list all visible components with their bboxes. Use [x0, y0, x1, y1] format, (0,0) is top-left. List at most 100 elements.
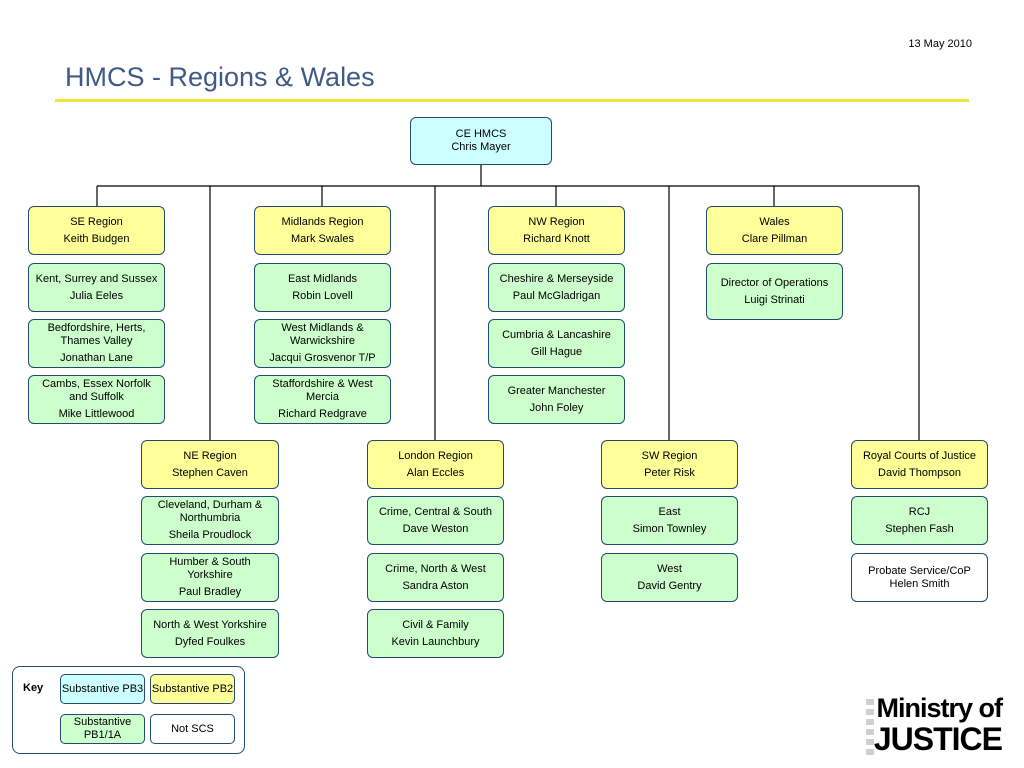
se-region-box: SE Region Keith Budgen	[28, 206, 165, 255]
area-title: Staffordshire & West Mercia	[272, 378, 373, 403]
area-lead: Jacqui Grosvenor T/P	[269, 352, 376, 364]
civil-family-box: Civil & Family Kevin Launchbury	[367, 609, 504, 658]
area-lead: Robin Lovell	[292, 289, 353, 302]
area-lead: Sheila Proudlock	[168, 529, 252, 541]
cleveland-durham-box: Cleveland, Durham & Northumbria Sheila P…	[141, 496, 279, 545]
area-lead: Stephen Fash	[885, 522, 954, 535]
area-lead: John Foley	[529, 401, 584, 414]
staffordshire-box: Staffordshire & West Mercia Richard Redg…	[254, 375, 391, 424]
midlands-region-box: Midlands Region Mark Swales	[254, 206, 391, 255]
region-title: SE Region	[70, 215, 123, 228]
rcj-box: RCJ Stephen Fash	[851, 496, 988, 545]
area-title: West Midlands & Warwickshire	[281, 322, 364, 347]
area-lead: Dyfed Foulkes	[174, 635, 246, 648]
region-title: NW Region	[528, 215, 585, 228]
area-lead: Kevin Launchbury	[391, 635, 480, 648]
west-midlands-box: West Midlands & Warwickshire Jacqui Gros…	[254, 319, 391, 368]
title-underline	[55, 99, 969, 102]
region-lead: David Thompson	[878, 466, 961, 479]
sw-west-box: West David Gentry	[601, 553, 738, 602]
sw-east-box: East Simon Townley	[601, 496, 738, 545]
humber-south-yorkshire-box: Humber & South Yorkshire Paul Bradley	[141, 553, 279, 602]
ministry-of-justice-logo: Ministry of JUSTICE	[873, 693, 1003, 757]
area-title: Crime, North & West	[385, 562, 486, 575]
region-title: NE Region	[183, 449, 237, 462]
key-pb2: Substantive PB2	[150, 674, 235, 704]
area-lead: Richard Redgrave	[278, 408, 367, 420]
wales-box: Wales Clare Pillman	[706, 206, 843, 255]
region-title: Wales	[759, 215, 790, 228]
kent-surrey-sussex-box: Kent, Surrey and Sussex Julia Eeles	[28, 263, 165, 312]
area-title: Cambs, Essex Norfolk and Suffolk	[42, 378, 151, 403]
region-title: Royal Courts of Justice	[862, 449, 977, 462]
area-title: Cumbria & Lancashire	[502, 328, 611, 341]
beds-herts-tv-box: Bedfordshire, Herts, Thames Valley Jonat…	[28, 319, 165, 368]
area-title: East	[658, 505, 681, 518]
key-not-scs: Not SCS	[150, 714, 235, 744]
key-pb3: Substantive PB3	[60, 674, 145, 704]
area-lead: Jonathan Lane	[60, 352, 133, 364]
area-title: Cleveland, Durham & Northumbria	[157, 499, 263, 524]
key-legend: Key Substantive PB3 Substantive PB2 Subs…	[12, 666, 245, 754]
region-lead: Richard Knott	[523, 232, 590, 245]
area-title: North & West Yorkshire	[153, 618, 267, 631]
area-lead: Gill Hague	[530, 345, 583, 358]
london-region-box: London Region Alan Eccles	[367, 440, 504, 489]
area-lead: Paul Bradley	[178, 586, 242, 598]
logo-line1: Ministry of	[876, 693, 1003, 723]
area-title: Greater Manchester	[507, 384, 606, 397]
key-pb1: Substantive PB1/1A	[60, 714, 145, 744]
area-lead: Mike Littlewood	[58, 408, 135, 420]
sw-region-box: SW Region Peter Risk	[601, 440, 738, 489]
area-lead: Simon Townley	[632, 522, 707, 535]
root-name: Chris Mayer	[451, 141, 511, 153]
area-lead: Luigi Strinati	[744, 293, 805, 306]
area-title: RCJ	[908, 505, 931, 518]
region-title: London Region	[398, 449, 473, 462]
crime-north-west-box: Crime, North & West Sandra Aston	[367, 553, 504, 602]
area-title: Bedfordshire, Herts, Thames Valley	[47, 322, 146, 347]
greater-manchester-box: Greater Manchester John Foley	[488, 375, 625, 424]
royal-courts-box: Royal Courts of Justice David Thompson	[851, 440, 988, 489]
area-title: Director of Operations	[720, 276, 829, 289]
area-lead: Dave Weston	[402, 522, 469, 535]
area-lead: Helen Smith	[889, 577, 950, 590]
region-lead: Clare Pillman	[741, 232, 808, 245]
region-lead: Mark Swales	[291, 232, 354, 245]
area-title: West	[657, 562, 682, 575]
nw-region-box: NW Region Richard Knott	[488, 206, 625, 255]
ne-region-box: NE Region Stephen Caven	[141, 440, 279, 489]
area-title: Probate Service/CoP	[868, 564, 971, 577]
crime-central-south-box: Crime, Central & South Dave Weston	[367, 496, 504, 545]
key-label: Key	[23, 682, 44, 694]
area-title: Civil & Family	[402, 618, 469, 631]
probate-service-box: Probate Service/CoP Helen Smith	[851, 553, 988, 602]
cumbria-lancashire-box: Cumbria & Lancashire Gill Hague	[488, 319, 625, 368]
region-lead: Keith Budgen	[63, 232, 130, 245]
area-lead: Sandra Aston	[402, 579, 469, 592]
cambs-essex-box: Cambs, Essex Norfolk and Suffolk Mike Li…	[28, 375, 165, 424]
area-title: Crime, Central & South	[378, 505, 493, 518]
page-title: HMCS - Regions & Wales	[65, 62, 375, 92]
cheshire-merseyside-box: Cheshire & Merseyside Paul McGladrigan	[488, 263, 625, 312]
east-midlands-box: East Midlands Robin Lovell	[254, 263, 391, 312]
area-lead: Julia Eeles	[69, 289, 124, 302]
date-label: 13 May 2010	[908, 38, 972, 50]
root-title: CE HMCS	[455, 128, 507, 140]
region-lead: Stephen Caven	[172, 466, 248, 479]
area-title: Kent, Surrey and Sussex	[35, 272, 158, 285]
region-lead: Alan Eccles	[406, 466, 465, 479]
area-title: East Midlands	[287, 272, 358, 285]
ce-hmcs-box: CE HMCS Chris Mayer	[410, 117, 552, 165]
north-west-yorkshire-box: North & West Yorkshire Dyfed Foulkes	[141, 609, 279, 658]
region-title: Midlands Region	[281, 215, 364, 228]
crest-icon	[866, 699, 874, 755]
area-title: Cheshire & Merseyside	[499, 272, 614, 285]
area-title: Humber & South Yorkshire	[169, 556, 251, 581]
area-lead: Paul McGladrigan	[512, 289, 601, 302]
region-lead: Peter Risk	[644, 466, 695, 479]
logo-line2: JUSTICE	[873, 721, 1003, 757]
director-operations-box: Director of Operations Luigi Strinati	[706, 263, 843, 320]
area-lead: David Gentry	[637, 579, 702, 592]
